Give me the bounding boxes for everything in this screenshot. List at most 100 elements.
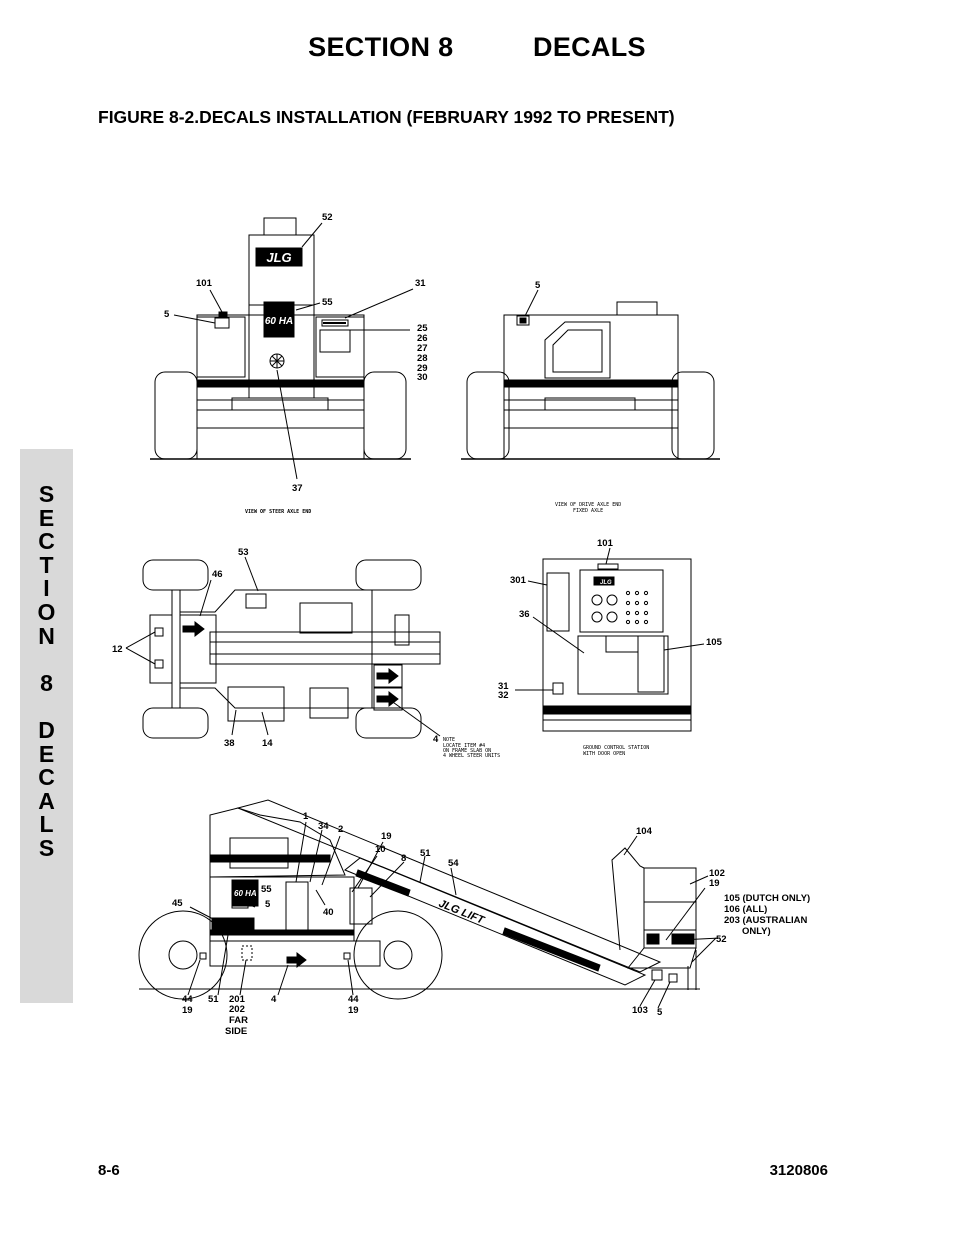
callout-202: 202 xyxy=(229,1004,245,1015)
ground-control-station-view: 101 301 36 105 31 32 JLG GROUND CONTROL … xyxy=(498,538,723,757)
svg-text:JLG: JLG xyxy=(266,250,291,265)
side-tab-letter: S xyxy=(38,481,55,507)
figure-title: FIGURE 8-2.DECALS INSTALLATION (FEBRUARY… xyxy=(98,107,675,127)
callout-103: 103 xyxy=(632,1005,648,1016)
section-title: DECALS xyxy=(533,32,646,62)
label-side: SIDE xyxy=(225,1026,247,1037)
note-105: 105 (DUTCH ONLY) xyxy=(724,893,810,904)
model-badge-steer: 60 HA xyxy=(263,301,295,338)
callout-28: 28 xyxy=(417,353,428,364)
note-line-1: NOTE xyxy=(443,737,455,743)
note-203: 203 (AUSTRALIAN xyxy=(724,915,808,926)
label-far: FAR xyxy=(229,1015,248,1026)
callout-54: 54 xyxy=(448,858,459,869)
callout-25: 25 xyxy=(417,323,428,334)
note-only: ONLY) xyxy=(742,926,771,937)
callout-53: 53 xyxy=(238,547,249,558)
ground-control-caption-1: GROUND CONTROL STATION xyxy=(583,745,649,751)
note-line-3: ON FRAME SLAB ON xyxy=(443,748,491,754)
callout-19: 19 xyxy=(381,831,392,842)
wheel-left xyxy=(138,910,228,1000)
side-tab-letter: E xyxy=(38,740,55,767)
side-tab-letter: L xyxy=(39,811,54,838)
side-tab-letter: 8 xyxy=(40,669,53,696)
drive-axle-caption-1: VIEW OF DRIVE AXLE END xyxy=(555,502,621,508)
section-header: SECTION 8 DECALS xyxy=(0,32,954,63)
callout-51: 51 xyxy=(420,848,431,859)
callout-29: 29 xyxy=(417,363,428,374)
side-tab-letter: O xyxy=(37,598,56,625)
side-tab-letter: C xyxy=(38,528,55,555)
callout-102: 102 xyxy=(709,868,725,879)
callout-46: 46 xyxy=(212,569,223,580)
model-badge-side: 60 HA xyxy=(234,889,257,898)
document-number: 3120806 xyxy=(769,1162,828,1179)
callout-301: 301 xyxy=(510,575,527,586)
callout-19c: 19 xyxy=(182,1005,193,1016)
side-tab-letter: S xyxy=(38,834,55,861)
tire-left xyxy=(466,371,510,460)
drive-axle-end-view: 5 VIEW OF DRIVE AXLE END FIXED AXLE xyxy=(461,280,720,514)
note-line-2: LOCATE ITEM #4 xyxy=(443,743,485,749)
callout-104: 104 xyxy=(636,826,653,837)
side-tab-letter: N xyxy=(38,622,55,649)
callout-5b: 5 xyxy=(657,1007,663,1018)
callout-5: 5 xyxy=(535,280,541,291)
section-number: SECTION 8 xyxy=(308,32,454,62)
callout-27: 27 xyxy=(417,343,428,354)
callout-51b: 51 xyxy=(208,994,219,1005)
tire-right xyxy=(671,371,715,460)
side-tab-letter: I xyxy=(43,575,50,602)
side-tab-letter: D xyxy=(38,716,55,743)
top-view: 53 46 12 38 14 4 NOTE LOCATE ITEM #4 ON … xyxy=(112,547,500,759)
wheel-right xyxy=(353,910,443,1000)
callout-14: 14 xyxy=(262,738,273,749)
callout-8: 8 xyxy=(401,853,406,864)
svg-text:60 HA: 60 HA xyxy=(265,316,293,327)
callout-32: 32 xyxy=(498,690,509,701)
steer-axle-end-view: JLG 60 HA 52 101 31 55 5 25 26 27 xyxy=(150,212,428,515)
callout-31: 31 xyxy=(498,681,509,692)
callout-55: 55 xyxy=(261,884,272,895)
note-line-4: 4 WHEEL STEER UNITS xyxy=(443,753,500,759)
ground-control-caption-2: WITH DOOR OPEN xyxy=(583,751,625,757)
steer-axle-caption: VIEW OF STEER AXLE END xyxy=(245,509,311,515)
callout-10: 10 xyxy=(375,844,386,855)
callout-31: 31 xyxy=(415,278,426,289)
callout-40: 40 xyxy=(323,907,334,918)
callout-19d: 19 xyxy=(348,1005,359,1016)
callout-101: 101 xyxy=(597,538,614,549)
callout-101: 101 xyxy=(196,278,213,289)
callout-19b: 19 xyxy=(709,878,720,889)
side-tab-letter: C xyxy=(38,764,55,791)
callout-5: 5 xyxy=(164,309,170,320)
side-tab-letter: E xyxy=(38,504,55,531)
callout-34: 34 xyxy=(318,821,329,832)
callout-55: 55 xyxy=(322,297,333,308)
jlg-logo-panel: JLG xyxy=(600,580,612,586)
callout-38: 38 xyxy=(224,738,235,749)
callout-52: 52 xyxy=(716,934,727,945)
callout-4: 4 xyxy=(271,994,277,1005)
boom-logo: JLG LIFT xyxy=(437,898,487,927)
callout-37: 37 xyxy=(292,483,303,494)
side-tab-letter: A xyxy=(38,787,55,814)
note-106: 106 (ALL) xyxy=(724,904,767,915)
drive-axle-caption-2: FIXED AXLE xyxy=(573,508,603,514)
callout-44: 44 xyxy=(182,994,193,1005)
page-number: 8-6 xyxy=(98,1162,120,1179)
side-view: JLG LIFT xyxy=(138,799,810,1037)
side-tab-letter: T xyxy=(39,551,54,578)
callout-105: 105 xyxy=(706,637,723,648)
callout-1: 1 xyxy=(303,811,309,822)
tire-right xyxy=(363,371,407,460)
tire-left xyxy=(154,371,198,460)
jlg-logo-steer: JLG xyxy=(255,247,303,267)
callout-36: 36 xyxy=(519,609,530,620)
callout-5: 5 xyxy=(265,899,271,910)
callout-44b: 44 xyxy=(348,994,359,1005)
callout-30: 30 xyxy=(417,372,428,383)
